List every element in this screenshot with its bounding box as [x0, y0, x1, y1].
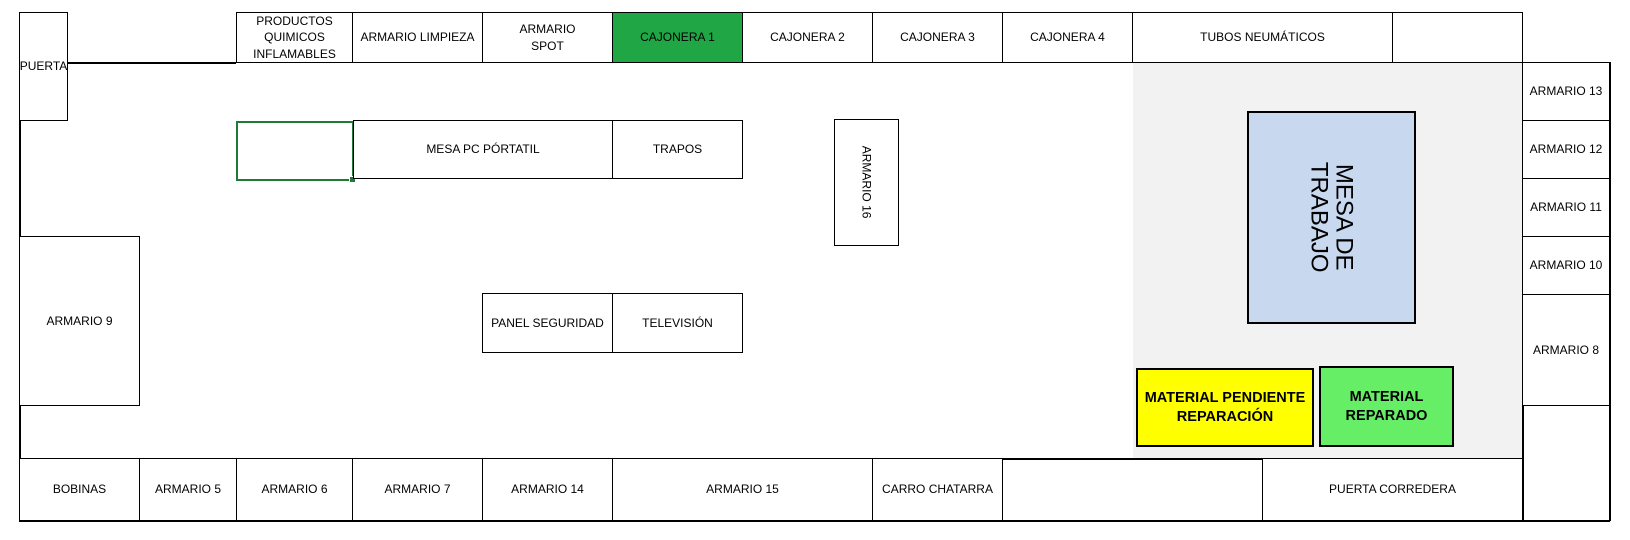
armario-spot-cabinet: ARMARIO SPOT [482, 12, 613, 63]
armario-8-cabinet: ARMARIO 8 [1522, 294, 1610, 406]
armario-9-label: ARMARIO 9 [46, 313, 113, 328]
panel-seguridad-label: PANEL SEGURIDAD [491, 315, 604, 330]
puerta-corredera-door: PUERTA CORREDERA [1262, 458, 1523, 521]
selection-fill-handle[interactable] [349, 176, 356, 183]
puerta-corredera-label: PUERTA CORREDERA [1329, 482, 1456, 497]
armario-16-cabinet: ARMARIO 16 [834, 119, 899, 246]
armario-5-cabinet: ARMARIO 5 [139, 458, 237, 521]
mesa-de-trabajo-table: MESA DE TRABAJO [1247, 111, 1416, 324]
mesa-pc-portatil-label: MESA PC PÓRTATIL [426, 142, 540, 157]
cajonera-1-label: CAJONERA 1 [640, 30, 715, 45]
mesa-pc-portatil-table: MESA PC PÓRTATIL [353, 120, 613, 179]
armario-12-label: ARMARIO 12 [1529, 142, 1603, 157]
armario-10-cabinet: ARMARIO 10 [1522, 236, 1610, 295]
armario-9-cabinet: ARMARIO 9 [19, 236, 140, 406]
puerta-door: PUERTA [19, 12, 68, 121]
bottom-row-top-border [1002, 458, 1263, 460]
armario-7-cabinet: ARMARIO 7 [352, 458, 483, 521]
top-right-empty-cell [1392, 12, 1523, 63]
armario-limpieza-label: ARMARIO LIMPIEZA [360, 30, 475, 45]
armario-16-label: ARMARIO 16 [859, 146, 874, 219]
productos-quimicos-label: PRODUCTOS QUIMICOS INFLAMABLES [253, 14, 336, 61]
material-pendiente-area: MATERIAL PENDIENTE REPARACIÓN [1136, 368, 1314, 447]
cajonera-4-drawer: CAJONERA 4 [1002, 12, 1133, 63]
cajonera-1-drawer: CAJONERA 1 [612, 12, 743, 63]
armario-11-label: ARMARIO 11 [1530, 200, 1602, 215]
armario-13-cabinet: ARMARIO 13 [1522, 62, 1610, 121]
room-wall-top-mid [68, 62, 236, 64]
bobinas-area: BOBINAS [19, 458, 140, 521]
panel-seguridad-panel: PANEL SEGURIDAD [482, 293, 613, 353]
material-reparado-label: MATERIAL REPARADO [1345, 388, 1428, 424]
armario-8-label: ARMARIO 8 [1532, 342, 1599, 357]
material-pendiente-label: MATERIAL PENDIENTE REPARACIÓN [1144, 389, 1306, 425]
tubos-neumaticos-area: TUBOS NEUMÁTICOS [1132, 12, 1393, 63]
armario-10-label: ARMARIO 10 [1529, 258, 1603, 273]
trapos-label: TRAPOS [652, 142, 703, 157]
trapos-area: TRAPOS [612, 120, 743, 179]
armario-12-cabinet: ARMARIO 12 [1522, 120, 1610, 179]
armario-limpieza-cabinet: ARMARIO LIMPIEZA [352, 12, 483, 63]
tubos-neumaticos-label: TUBOS NEUMÁTICOS [1200, 30, 1325, 45]
mesa-de-trabajo-label: MESA DE TRABAJO [1305, 162, 1358, 273]
cajonera-2-drawer: CAJONERA 2 [742, 12, 873, 63]
television-label: TELEVISIÓN [642, 315, 713, 330]
cajonera-2-label: CAJONERA 2 [770, 30, 845, 45]
armario-5-label: ARMARIO 5 [154, 482, 221, 497]
armario-6-label: ARMARIO 6 [261, 482, 328, 497]
cajonera-3-drawer: CAJONERA 3 [872, 12, 1003, 63]
armario-spot-label: ARMARIO SPOT [519, 22, 576, 53]
armario-6-cabinet: ARMARIO 6 [236, 458, 353, 521]
armario-14-cabinet: ARMARIO 14 [482, 458, 613, 521]
bobinas-label: BOBINAS [52, 482, 107, 497]
carro-chatarra-label: CARRO CHATARRA [882, 482, 993, 497]
productos-quimicos-cabinet: PRODUCTOS QUIMICOS INFLAMABLES [236, 12, 353, 63]
armario-15-cabinet: ARMARIO 15 [612, 458, 873, 521]
armario-14-label: ARMARIO 14 [511, 482, 584, 497]
material-reparado-area: MATERIAL REPARADO [1319, 366, 1454, 447]
armario-15-label: ARMARIO 15 [706, 482, 779, 497]
selected-empty-cell[interactable] [236, 121, 356, 183]
carro-chatarra-area: CARRO CHATARRA [872, 458, 1003, 521]
armario-7-label: ARMARIO 7 [384, 482, 451, 497]
cajonera-3-label: CAJONERA 3 [900, 30, 975, 45]
television-screen: TELEVISIÓN [612, 293, 743, 353]
cajonera-4-label: CAJONERA 4 [1030, 30, 1105, 45]
puerta-label: PUERTA [19, 59, 68, 74]
armario-13-label: ARMARIO 13 [1529, 84, 1603, 99]
armario-11-cabinet: ARMARIO 11 [1522, 178, 1610, 237]
